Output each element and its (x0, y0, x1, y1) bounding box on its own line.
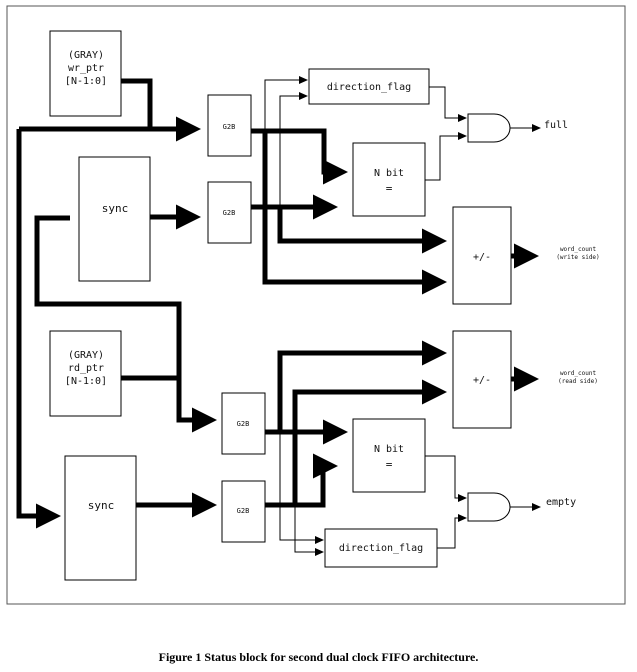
word-count-write-label-1: word_count (560, 246, 597, 253)
wire-dirflag1-to-and1 (429, 86, 467, 122)
wire-g2b4-to-dirflag2 (294, 505, 324, 556)
bus-g2b1-out (251, 128, 348, 185)
direction-flag-block-1 (308, 68, 430, 105)
word-count-read-label-2: (read side) (558, 378, 598, 385)
addsub-label-2: +/- (473, 375, 491, 386)
full-label: full (544, 120, 568, 131)
g2b-block-3 (221, 392, 266, 455)
gray-rd-label-3: [N-1:0] (65, 376, 107, 387)
sync-label-2: sync (88, 499, 115, 512)
and-gate-empty (467, 492, 511, 522)
direction-flag-block-2 (324, 528, 438, 568)
gray-wr-label-3: [N-1:0] (65, 76, 107, 87)
g2b-label-1: G2B (223, 123, 236, 131)
nbit-compare-block-2 (352, 418, 426, 493)
g2b-block-1 (207, 94, 252, 157)
wire-g2b2-to-dirflag1 (279, 92, 308, 207)
g2b-label-2: G2B (223, 209, 236, 217)
direction-flag-label-2: direction_flag (339, 543, 423, 554)
g2b-label-3: G2B (237, 420, 250, 428)
bus-wr-ptr (121, 78, 153, 129)
thick-buses (16, 78, 539, 529)
nbit-compare-block-1 (352, 142, 426, 217)
wire-g2b1-to-dirflag1 (264, 76, 308, 131)
bus-left-trunk (16, 129, 61, 529)
addsub-block-1 (452, 206, 512, 305)
outer-frame (6, 5, 626, 605)
bus-loop-to-sync1 (34, 215, 217, 433)
bus-g2b2-to-addsub (277, 207, 447, 254)
bus-g2b4-out (265, 453, 338, 508)
gray-wr-label-1: (GRAY) (68, 50, 104, 61)
gray-wr-ptr-block (49, 30, 122, 117)
nbit-label-1a: N bit (374, 168, 404, 179)
nbit-label-2a: N bit (374, 444, 404, 455)
wire-dirflag2-to-and2 (437, 514, 467, 549)
bus-g2b1-to-addsub (262, 131, 447, 295)
fifo-status-diagram: (GRAY) wr_ptr [N-1:0] sync (GRAY) rd_ptr… (6, 5, 626, 605)
word-count-write-label-2: (write side) (556, 254, 599, 261)
sync-block-1 (78, 156, 151, 282)
empty-label: empty (546, 497, 576, 508)
gray-wr-label-2: wr_ptr (68, 63, 104, 74)
nbit-label-1b: = (386, 182, 393, 195)
gray-rd-label-1: (GRAY) (68, 350, 104, 361)
thin-wires (264, 76, 541, 556)
wire-nbit1-to-and1 (425, 132, 467, 181)
gray-rd-label-2: rd_ptr (68, 363, 104, 374)
g2b-block-2 (207, 181, 252, 244)
word-count-read-label-1: word_count (560, 370, 597, 377)
g2b-block-4 (221, 480, 266, 543)
wire-nbit2-to-and2 (425, 455, 467, 502)
bus-g2b3-to-addsub (277, 340, 447, 432)
sync-label-1: sync (102, 202, 129, 215)
bus-g2b4-to-addsub (292, 379, 447, 505)
g2b-label-4: G2B (237, 507, 250, 515)
addsub-label-1: +/- (473, 252, 491, 263)
nbit-label-2b: = (386, 458, 393, 471)
wire-g2b3-to-dirflag2 (279, 432, 324, 544)
direction-flag-label-1: direction_flag (327, 82, 411, 93)
gray-rd-ptr-block (49, 330, 122, 417)
addsub-block-2 (452, 330, 512, 429)
and-gate-full (467, 113, 511, 143)
sync-block-2 (64, 455, 137, 581)
figure-caption: Figure 1 Status block for second dual cl… (158, 650, 479, 664)
